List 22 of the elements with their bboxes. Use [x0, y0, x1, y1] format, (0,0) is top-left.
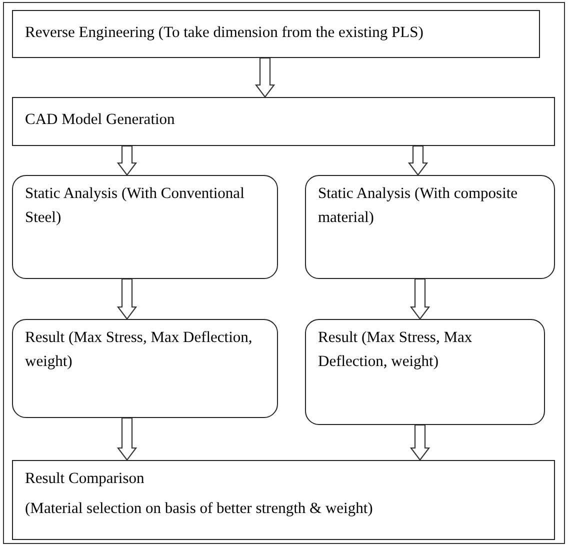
- step-text: Static Analysis (With composite material): [318, 184, 519, 228]
- step-text: Result Comparison: [25, 469, 146, 489]
- step-text: Result (Max Stress, Max Deflection, weight): [25, 328, 254, 372]
- step-text: Static Analysis (With Conventional Steel): [25, 184, 246, 228]
- process-box: [305, 175, 555, 279]
- process-box: [305, 319, 545, 425]
- step-text: Reverse Engineering (To take dimension from the existing PLS): [25, 23, 424, 43]
- hollow-arrow: [410, 278, 430, 320]
- process-box: [12, 10, 540, 58]
- step-note: (Material selection on basis of better strength & weight): [25, 499, 374, 520]
- hollow-arrow: [116, 145, 138, 176]
- hollow-arrow: [254, 57, 276, 98]
- process-box: [12, 175, 278, 279]
- step-text: CAD Model Generation: [25, 110, 176, 130]
- process-box: [12, 97, 555, 146]
- process-box: [12, 460, 555, 540]
- hollow-arrow: [408, 145, 428, 176]
- hollow-arrow: [116, 278, 138, 320]
- step-text: Result (Max Stress, Max Deflection, weight): [318, 328, 474, 372]
- process-box: [12, 319, 278, 418]
- hollow-arrow: [410, 424, 430, 461]
- hollow-arrow: [116, 417, 138, 461]
